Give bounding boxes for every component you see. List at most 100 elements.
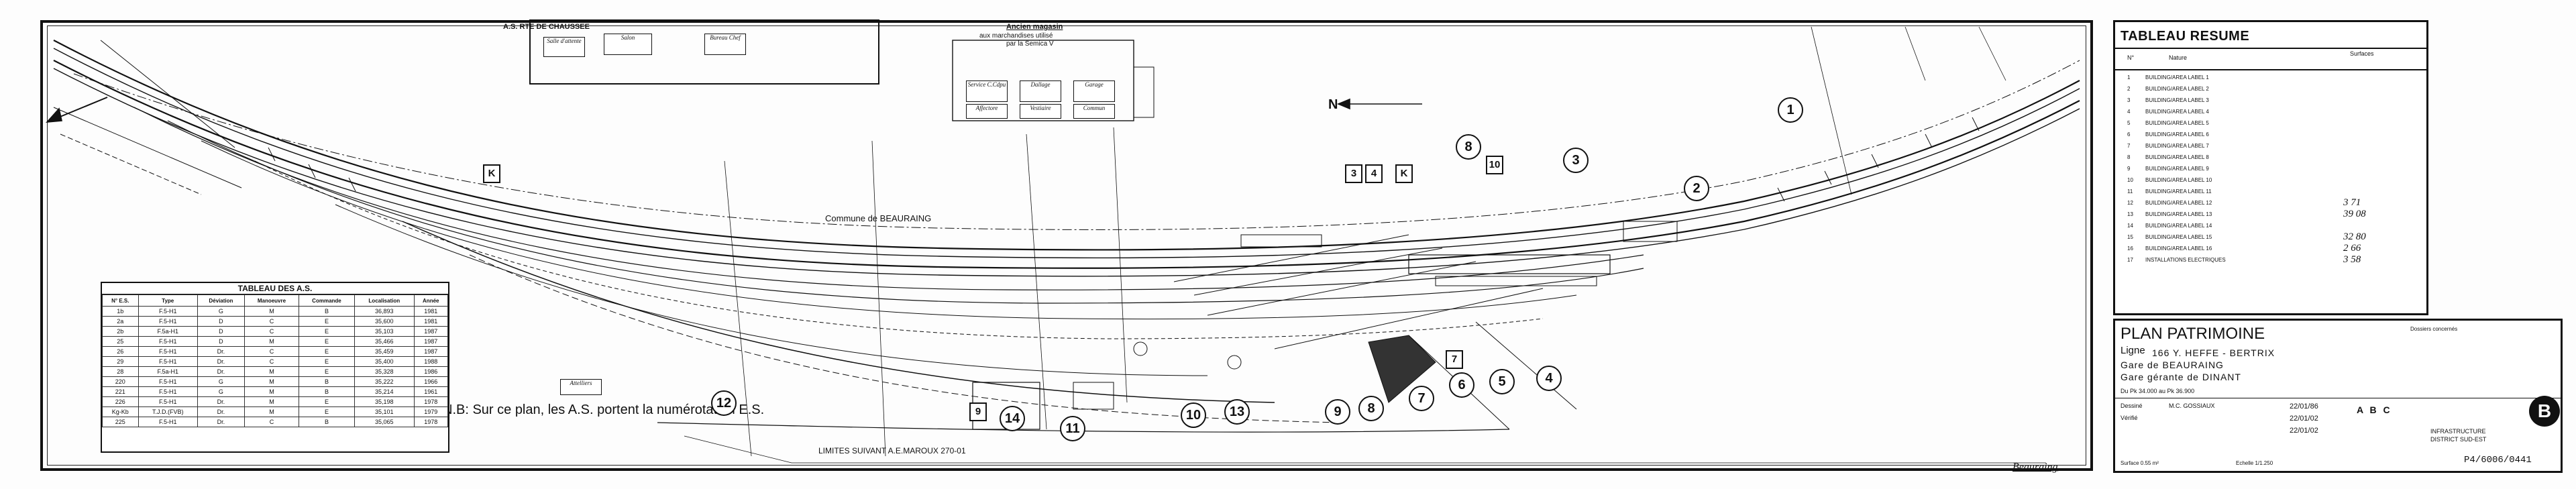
as-table-cell: 35,198 xyxy=(354,396,415,407)
building-7: Affectore xyxy=(966,104,1008,119)
marker-circle-1: 1 xyxy=(1778,97,1803,123)
building-6: Garage xyxy=(1073,80,1115,102)
resume-label: BUILDING/AREA LABEL 2 xyxy=(2145,86,2209,92)
as-table-cell: 1978 xyxy=(413,396,449,407)
as-table-cell: E xyxy=(298,356,356,367)
as-table-cell: 1981 xyxy=(413,316,449,327)
inner-frame xyxy=(47,25,2086,466)
building-4: Service C.Cdpu xyxy=(966,80,1008,102)
as-table-cell: 1979 xyxy=(413,406,449,417)
building-1: Salle d'attente xyxy=(543,37,585,57)
resume-n: 3 xyxy=(2127,97,2131,103)
as-table-cell: Dr. xyxy=(197,417,246,427)
plan-title: PLAN PATRIMOINE xyxy=(2121,325,2265,343)
as-table-cell: C xyxy=(244,356,299,367)
ancien-magasin-sub: aux marchandises utilisé xyxy=(979,32,1053,40)
resume-label: BUILDING/AREA LABEL 13 xyxy=(2145,211,2212,217)
as-table-cell: 35,600 xyxy=(354,316,415,327)
as-table-cell: C xyxy=(244,417,299,427)
as-table-cell: D xyxy=(197,316,246,327)
as-table-cell: 1961 xyxy=(413,386,449,397)
resume-n: 4 xyxy=(2127,109,2131,115)
as-table-cell: E xyxy=(298,396,356,407)
as-table-title: TABLEAU DES A.S. xyxy=(102,283,448,294)
resume-label: BUILDING/AREA LABEL 7 xyxy=(2145,143,2209,149)
resume-n: 16 xyxy=(2127,246,2133,252)
as-table-cell: 35,214 xyxy=(354,386,415,397)
ligne-value: 166 Y. HEFFE - BERTRIX xyxy=(2152,347,2275,358)
as-table-cell: F.5-H1 xyxy=(138,376,198,387)
signature: Beauraing xyxy=(2012,461,2058,473)
as-table-cell: 29 xyxy=(102,356,139,367)
as-table-cell: M xyxy=(244,366,299,377)
as-table-cell: G xyxy=(197,386,246,397)
as-table-cell: E xyxy=(298,366,356,377)
as-table-cell: 35,400 xyxy=(354,356,415,367)
as-table-cell: 26 xyxy=(102,346,139,357)
as-table-cell: 1981 xyxy=(413,306,449,317)
as-table-cell: F.5-H1 xyxy=(138,386,198,397)
as-table-cell: 2a xyxy=(102,316,139,327)
ligne-label: Ligne xyxy=(2121,345,2145,356)
resume-n: 15 xyxy=(2127,234,2133,240)
as-table-cell: E xyxy=(298,316,356,327)
resume-label: BUILDING/AREA LABEL 9 xyxy=(2145,166,2209,172)
resume-n: 14 xyxy=(2127,223,2133,229)
marker-circle-10: 10 xyxy=(1181,402,1206,428)
as-table-cell: 1966 xyxy=(413,376,449,387)
resume-n: 12 xyxy=(2127,200,2133,206)
building-8: Vestiaire xyxy=(1020,104,1061,119)
resume-n: 1 xyxy=(2127,74,2131,80)
resume-label: BUILDING/AREA LABEL 1 xyxy=(2145,74,2209,80)
ancien-magasin-title: Ancien magasin xyxy=(1006,23,1063,31)
as-table-grid: N° E.S. Type Déviation Manoeuvre Command… xyxy=(102,294,449,427)
verifie-label: Vérifié xyxy=(2121,415,2138,421)
resume-label: BUILDING/AREA LABEL 8 xyxy=(2145,154,2209,160)
as-table-cell: 220 xyxy=(102,376,139,387)
as-table-cell: C xyxy=(244,346,299,357)
resume-label: BUILDING/AREA LABEL 11 xyxy=(2145,188,2212,195)
resume-n: 9 xyxy=(2127,166,2131,172)
resume-value: 39 08 xyxy=(2343,209,2366,219)
as-col-header: N° E.S. xyxy=(102,294,139,307)
as-table-cell: F.5a-H1 xyxy=(138,326,198,337)
as-table-cell: F.5-H1 xyxy=(138,316,198,327)
marker-circle-7: 7 xyxy=(1409,386,1434,411)
as-table-cell: D xyxy=(197,336,246,347)
as-table-cell: F.5-H1 xyxy=(138,336,198,347)
as-table-cell: F.5-H1 xyxy=(138,396,198,407)
resume-value: 3 58 xyxy=(2343,254,2361,265)
as-table: TABLEAU DES A.S. N° E.S. Type Déviation … xyxy=(101,282,449,453)
marker-circle-12: 12 xyxy=(711,390,737,416)
marker-circle-9: 9 xyxy=(1325,399,1350,425)
as-table-cell: F.5-H1 xyxy=(138,417,198,427)
as-col-header: Manoeuvre xyxy=(244,294,299,307)
as-table-cell: M xyxy=(244,376,299,387)
as-table-cell: E xyxy=(298,326,356,337)
building-10: Attelliers xyxy=(560,379,602,395)
resume-label: BUILDING/AREA LABEL 3 xyxy=(2145,97,2209,103)
as-table-cell: 1988 xyxy=(413,356,449,367)
marker-circle-8b: 8 xyxy=(1358,396,1384,421)
resume-n: 6 xyxy=(2127,131,2131,138)
as-table-cell: E xyxy=(298,346,356,357)
as-table-cell: G xyxy=(197,376,246,387)
resume-col-nature: Nature xyxy=(2169,54,2188,61)
date-1: 22/01/86 xyxy=(2290,402,2318,411)
marker-square-k2: K xyxy=(483,164,500,183)
as-table-cell: 35,065 xyxy=(354,417,415,427)
as-table-cell: Dr. xyxy=(197,356,246,367)
resume-label: BUILDING/AREA LABEL 15 xyxy=(2145,234,2212,240)
marker-square-k1: K xyxy=(1395,164,1413,183)
echelle-label: Echelle 1/1.250 xyxy=(2236,460,2273,466)
